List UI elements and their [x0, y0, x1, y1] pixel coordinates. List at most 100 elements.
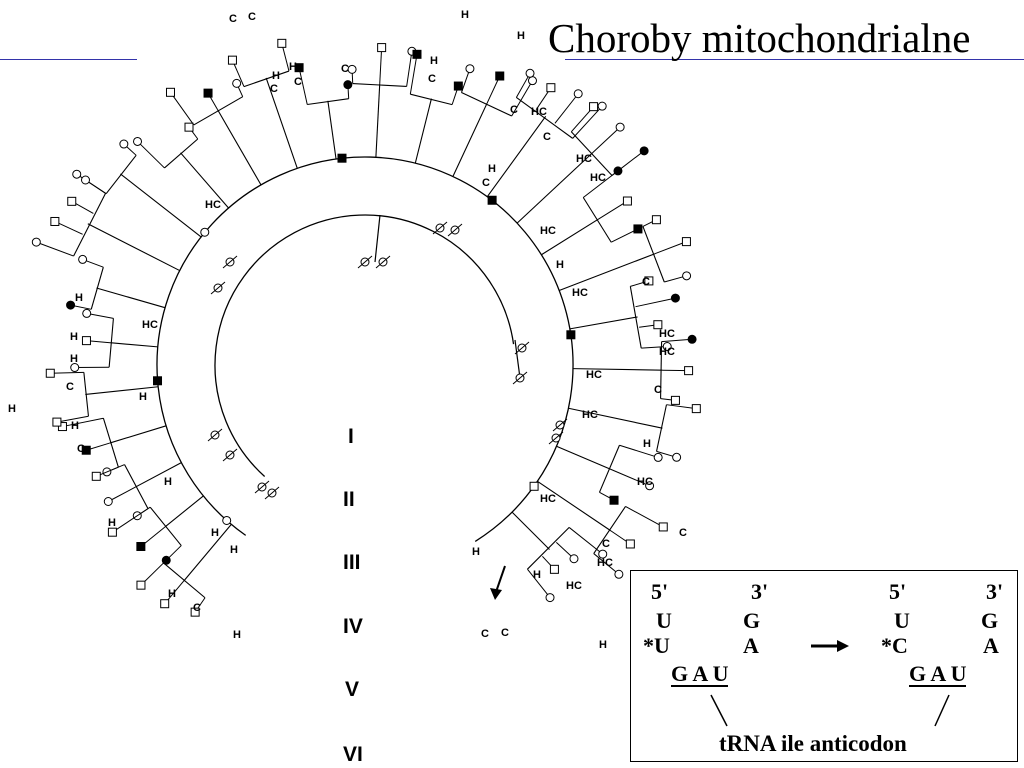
generation-label-3: III [343, 551, 361, 574]
phenotype-label: C [229, 13, 237, 25]
generation-2-arc [214, 214, 515, 477]
descent-line [96, 287, 166, 309]
individual-female [527, 76, 537, 86]
individual-line [379, 47, 383, 84]
individual-male [691, 404, 701, 414]
sibship-line [642, 226, 665, 283]
individual-female [31, 237, 41, 247]
phenotype-label: HC [637, 476, 653, 488]
deceased-slash [222, 255, 238, 269]
spouse-male [529, 481, 539, 491]
sibship-line [582, 197, 612, 243]
individual-female [232, 78, 242, 88]
phenotype-label: HC [590, 172, 606, 184]
individual-male [50, 216, 60, 226]
individual-female [598, 549, 608, 559]
sibship-line [629, 286, 642, 349]
deceased-slash [514, 341, 530, 355]
anticodon-caption: tRNA ile anticodon [719, 731, 907, 756]
phenotype-label: HC [586, 369, 602, 381]
individual-female [525, 68, 535, 78]
sibship-line [307, 98, 349, 106]
phenotype-label: HC [597, 557, 613, 569]
sibship-line [193, 96, 243, 126]
anticodon-inset: 5' 3' U G *U A G A U 5' 3' U G *C A G A … [630, 570, 1018, 762]
individual-line [592, 126, 621, 154]
descent-line [568, 407, 663, 429]
individual-female [682, 271, 692, 281]
individual-line [527, 568, 551, 598]
descent-line [327, 100, 337, 160]
individual-female [133, 136, 143, 146]
phenotype-label: HC [142, 319, 158, 331]
phenotype-label: H [233, 629, 241, 641]
phenotype-label: HC [659, 346, 675, 358]
sibship-line [73, 193, 107, 257]
phenotype-label: HC [540, 225, 556, 237]
individual-male [81, 445, 91, 455]
individual-line [50, 371, 84, 374]
phenotype-label: C [248, 11, 256, 23]
individual-line [511, 80, 533, 117]
individual-line [112, 508, 149, 533]
deceased-slash [210, 281, 226, 295]
phenotype-label: H [461, 9, 469, 21]
spouse-female [200, 227, 210, 237]
individual-female [66, 300, 76, 310]
individual-line [108, 486, 136, 502]
individual-female [615, 122, 625, 132]
descent-line [537, 480, 612, 532]
individual-line [593, 553, 620, 575]
deceased-slash [375, 255, 391, 269]
individual-line [515, 73, 531, 98]
phenotype-label: C [294, 76, 302, 88]
individual-male [107, 527, 117, 537]
left-base-u: U [656, 608, 672, 633]
deceased-slash [432, 221, 448, 235]
deceased-slash [207, 428, 223, 442]
individual-male [633, 224, 643, 234]
individual-female [70, 363, 80, 373]
individual-line [572, 105, 603, 139]
individual-male [495, 71, 505, 81]
descent-line [516, 152, 594, 224]
phenotype-label: H [108, 517, 116, 529]
individual-male [681, 237, 691, 247]
phenotype-label: H [272, 70, 280, 82]
phenotype-label: H [75, 292, 83, 304]
right-3prime: 3' [986, 579, 1004, 604]
left-5prime: 5' [651, 579, 669, 604]
right-base-mutated: *C [881, 633, 908, 658]
phenotype-label: C [66, 381, 74, 393]
deceased-slash [552, 418, 568, 432]
individual-female [613, 166, 623, 176]
phenotype-label: C [679, 527, 687, 539]
phenotype-label: H [556, 259, 564, 271]
phenotype-label: C [270, 83, 278, 95]
individual-line [409, 54, 418, 95]
individual-female [119, 139, 129, 149]
phenotype-label: H [8, 403, 16, 415]
generation-label-5: V [345, 678, 360, 701]
individual-male [644, 276, 654, 286]
descent-line [414, 98, 432, 164]
left-3prime: 3' [751, 579, 769, 604]
deceased-slash [548, 431, 564, 445]
individual-male [625, 539, 635, 549]
individual-female [72, 169, 82, 179]
descent-line [511, 511, 550, 550]
sibship-line [243, 70, 290, 88]
individual-male [190, 607, 200, 617]
individual-male [277, 38, 287, 48]
individual-line [54, 221, 83, 235]
descent-line [572, 368, 663, 371]
individual-male [227, 55, 237, 65]
left-base-mutated: *U [643, 633, 670, 658]
phenotype-label: HC [540, 493, 556, 505]
individual-line [625, 506, 664, 528]
phenotype-label: C [341, 63, 349, 75]
phenotype-label: C [642, 276, 650, 288]
individual-male [136, 580, 146, 590]
left-base-g: G [743, 608, 761, 633]
